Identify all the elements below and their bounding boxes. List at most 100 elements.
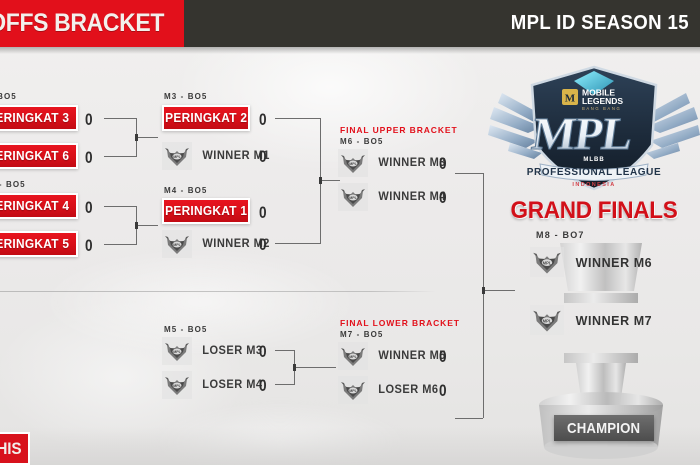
score-m4-a: 0 [258, 203, 267, 222]
connector-m5-out [296, 367, 336, 368]
score-m4-b: 0 [258, 235, 267, 254]
team-name: PERINGKAT 5 [0, 237, 70, 251]
connector-m5-node [293, 364, 296, 371]
page-title: MPL ID SEASON 15 [511, 12, 690, 34]
team-slot-m2-b[interactable]: PERINGKAT 5 [0, 231, 78, 257]
team-crest-icon: MPL [530, 247, 564, 277]
team-name: WINNER M3 [378, 157, 446, 169]
connector-m34-out [322, 180, 340, 181]
team-crest-icon: MPL [162, 142, 192, 170]
score-m1-b: 0 [84, 148, 93, 167]
team-slot-m2-a[interactable]: PERINGKAT 4 [0, 193, 78, 219]
grand-finals-panel: M MOBILE LEGENDS BANG BANG MPL MLBB PROF… [488, 47, 700, 465]
bracket-divider [0, 291, 436, 292]
connector-m6-out [455, 173, 483, 174]
team-name: WINNER M6 [575, 254, 653, 270]
team-slot-m3-a[interactable]: PERINGKAT 2 [162, 105, 250, 131]
team-crest-icon: MPL [162, 371, 192, 399]
score-m3-a: 0 [258, 110, 267, 129]
board-highlight-left [40, 247, 360, 357]
connector-m5-top [275, 350, 294, 351]
grand-finals-match-label: M8 - BO7 [536, 230, 585, 240]
logo-league: PROFESSIONAL LEAGUE [527, 167, 662, 178]
score-m7-b: 0 [438, 381, 447, 400]
team-slot-m5-a[interactable]: MPL LOSER M3 [162, 337, 264, 365]
header-red-banner: YOFFS BRACKET [0, 0, 184, 47]
team-name: PERINGKAT 2 [164, 111, 248, 125]
logo-wordmark: MPL [529, 108, 635, 159]
logo-brand-top: MOBILE [582, 88, 615, 98]
connector-m2-bottom [104, 244, 136, 245]
connector-m1-out [138, 137, 158, 138]
svg-text:MPL: MPL [173, 243, 181, 247]
match-label-m4: M4 - BO5 [164, 186, 208, 195]
team-slot-m3-b[interactable]: MPL WINNER M1 [162, 142, 271, 170]
bottom-left-chip[interactable]: HIS [0, 432, 30, 465]
team-slot-m6-b[interactable]: MPL WINNER M4 [338, 183, 447, 211]
team-slot-m6-a[interactable]: MPL WINNER M3 [338, 149, 447, 177]
champion-label: CHAMPION [567, 419, 641, 437]
connector-m5-bottom [275, 384, 294, 385]
match-label-m6: M6 - BO5 [340, 137, 384, 146]
connector-m1-top [104, 118, 136, 119]
team-name: WINNER M4 [378, 191, 446, 203]
svg-text:MPL: MPL [349, 389, 357, 393]
svg-text:MPL: MPL [543, 319, 552, 324]
connector-m2-node [135, 222, 138, 229]
team-slot-m1-b[interactable]: PERINGKAT 6 [0, 143, 78, 169]
score-m3-b: 0 [258, 147, 267, 166]
mpl-logo: M MOBILE LEGENDS BANG BANG MPL MLBB PROF… [488, 65, 700, 191]
score-m2-b: 0 [84, 236, 93, 255]
team-name: WINNER M1 [202, 150, 270, 162]
champion-plate: CHAMPION [554, 415, 654, 441]
team-name: WINNER M2 [202, 238, 270, 250]
svg-text:MPL: MPL [349, 162, 357, 166]
logo-league-small: MLBB [583, 157, 604, 163]
team-slot-m5-b[interactable]: MPL LOSER M4 [162, 371, 264, 399]
team-name: LOSER M6 [378, 384, 439, 396]
team-slot-m4-b[interactable]: MPL WINNER M2 [162, 230, 271, 258]
svg-text:MPL: MPL [173, 384, 181, 388]
team-slot-m7-a[interactable]: MPL WINNER M5 [338, 342, 447, 370]
team-name: LOSER M4 [202, 379, 263, 391]
match-label-m5: M5 - BO5 [164, 325, 208, 334]
connector-m34-node [319, 177, 322, 184]
connector-m2-top [104, 206, 136, 207]
bottom-chip-label: HIS [0, 438, 22, 458]
connector-m7-out [455, 418, 483, 419]
page-header: YOFFS BRACKET MPL ID SEASON 15 [0, 0, 700, 47]
team-crest-icon: MPL [338, 149, 368, 177]
svg-text:MPL: MPL [349, 355, 357, 359]
team-name: LOSER M3 [202, 345, 263, 357]
team-crest-icon: MPL [162, 230, 192, 258]
team-name: WINNER M7 [575, 312, 653, 328]
connector-final-out [485, 290, 515, 291]
match-label-m7: M7 - BO5 [340, 330, 384, 339]
svg-text:MPL: MPL [543, 261, 552, 266]
logo-brand-sub: BANG BANG [582, 106, 621, 111]
team-crest-icon: MPL [338, 183, 368, 211]
connector-m1-bottom [104, 156, 136, 157]
match-label-m1: - BO5 [0, 92, 17, 101]
team-slot-m8-a[interactable]: MPL WINNER M6 [530, 247, 654, 277]
svg-text:MPL: MPL [173, 350, 181, 354]
svg-text:MPL: MPL [349, 196, 357, 200]
team-name: WINNER M5 [378, 350, 446, 362]
connector-m3-bottom [275, 243, 320, 244]
logo-region: INDONESIA [572, 182, 615, 188]
connector-m2-out [138, 225, 158, 226]
team-slot-m8-b[interactable]: MPL WINNER M7 [530, 305, 654, 335]
trophy-graphic [539, 243, 663, 459]
team-name: PERINGKAT 3 [0, 111, 70, 125]
grand-finals-title: GRAND FINALS [510, 197, 678, 224]
team-crest-icon: MPL [338, 376, 368, 404]
score-m6-a: 0 [438, 154, 447, 173]
match-label-m2: 2 - BO5 [0, 180, 26, 189]
score-m5-a: 0 [258, 342, 267, 361]
team-slot-m1-a[interactable]: PERINGKAT 3 [0, 105, 78, 131]
score-m7-a: 0 [438, 347, 447, 366]
team-slot-m7-b[interactable]: MPL LOSER M6 [338, 376, 440, 404]
team-slot-m4-a[interactable]: PERINGKAT 1 [162, 198, 250, 224]
stage-title-lower: FINAL LOWER BRACKET [340, 318, 460, 328]
team-crest-icon: MPL [162, 337, 192, 365]
